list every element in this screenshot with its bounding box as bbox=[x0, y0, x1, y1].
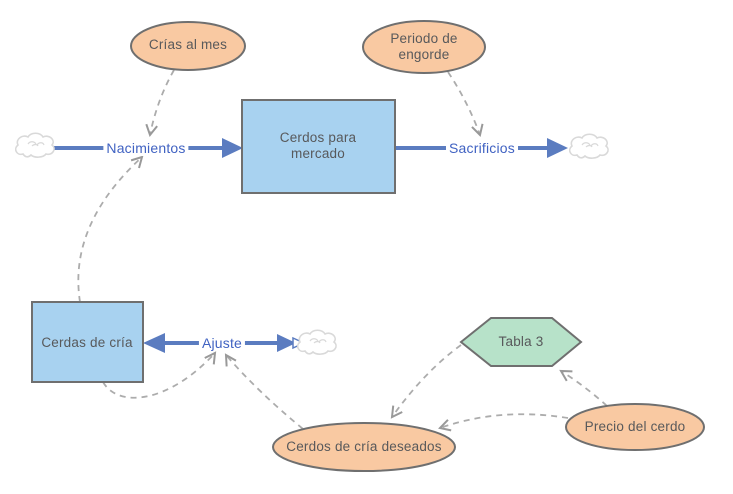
flow-label-ajuste[interactable]: Ajuste bbox=[198, 335, 246, 351]
stock-label-cerdas-de-cria: Cerdas de cría bbox=[41, 335, 133, 350]
aux-label-crias-al-mes: Crías al mes bbox=[148, 37, 228, 52]
table-tabla-3[interactable] bbox=[459, 317, 583, 367]
label-line: Periodo de bbox=[390, 31, 458, 46]
causal-link-crias-to-nacimientos[interactable] bbox=[145, 69, 175, 138]
aux-cerdos-de-cria-deseados[interactable] bbox=[272, 422, 456, 472]
stock-cerdas-de-cria[interactable] bbox=[31, 301, 144, 383]
causal-link-cerdas-to-ajuste[interactable] bbox=[102, 350, 220, 399]
aux-label-precio-del-cerdo: Precio del cerdo bbox=[584, 419, 686, 434]
causal-link-precio-to-deseados[interactable] bbox=[438, 413, 569, 433]
stock-cerdos-para-mercado[interactable] bbox=[241, 99, 396, 194]
stock-label-cerdos-para-mercado: Cerdos para mercado bbox=[280, 130, 357, 162]
label-line: engorde bbox=[398, 47, 450, 62]
aux-crias-al-mes[interactable] bbox=[130, 21, 246, 71]
causal-link-periodo-to-sacrificios[interactable] bbox=[447, 71, 485, 137]
causal-link-cerdas-to-nacimientos[interactable] bbox=[77, 153, 146, 303]
causal-link-precio-to-tabla3[interactable] bbox=[558, 366, 608, 407]
label-line: mercado bbox=[291, 146, 345, 161]
table-label-tabla-3: Tabla 3 bbox=[498, 334, 544, 349]
cloud-sink-icon[interactable] bbox=[296, 329, 337, 355]
label-line: Cerdos para bbox=[279, 130, 357, 145]
flow-label-nacimientos[interactable]: Nacimientos bbox=[103, 140, 189, 156]
flow-label-sacrificios[interactable]: Sacrificios bbox=[446, 140, 518, 156]
aux-label-periodo-de-engorde: Periodo de engorde bbox=[390, 31, 457, 63]
aux-label-cerdos-de-cria-deseados: Cerdos de cría deseados bbox=[286, 439, 442, 454]
causal-link-tabla3-to-deseados[interactable] bbox=[387, 344, 462, 420]
aux-precio-del-cerdo[interactable] bbox=[565, 403, 705, 451]
cloud-source-icon[interactable] bbox=[14, 132, 55, 158]
causal-link-deseados-to-ajuste[interactable] bbox=[221, 352, 304, 430]
cloud-sink-icon[interactable] bbox=[568, 133, 609, 159]
aux-periodo-de-engorde[interactable] bbox=[362, 20, 486, 74]
